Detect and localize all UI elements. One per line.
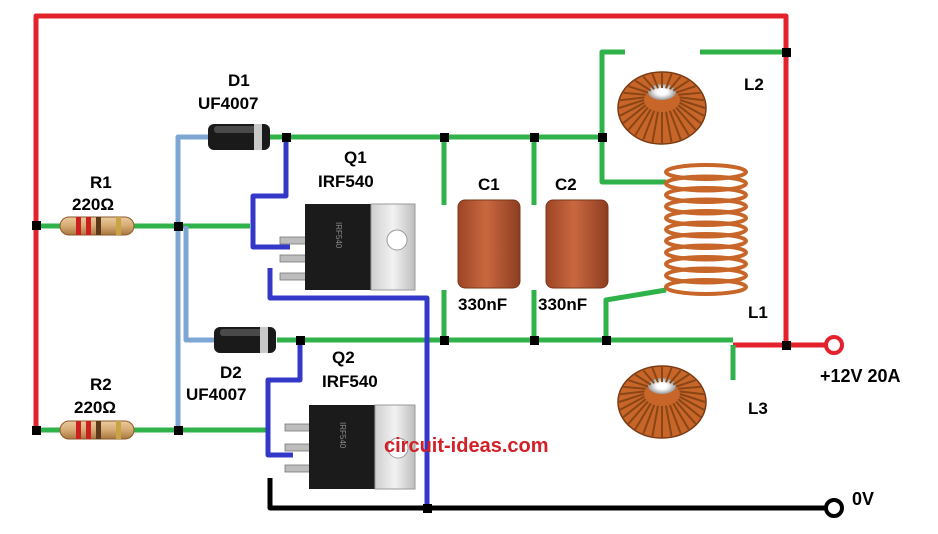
- diode-wire: [175, 134, 220, 430]
- resistor-r1: [59, 216, 135, 236]
- c2-value-label: 330nF: [538, 295, 587, 314]
- l1-ref-label: L1: [748, 303, 768, 322]
- inductor-l2-toroid: [617, 71, 707, 145]
- d2-ref-label: D2: [220, 363, 242, 382]
- inductor-l3-toroid: [617, 365, 707, 439]
- capacitor-c2: [545, 199, 609, 289]
- c1-ref-label: C1: [478, 175, 500, 194]
- c2-ref-label: C2: [555, 175, 577, 194]
- diode-d1: [208, 124, 270, 150]
- r1-value-label: 220Ω: [72, 195, 114, 214]
- q2-marking: IRF540: [338, 422, 347, 449]
- ground-terminal[interactable]: [824, 498, 844, 518]
- r1-ref-label: R1: [90, 173, 112, 192]
- l3-ref-label: L3: [748, 399, 768, 418]
- resistor-r2: [59, 420, 135, 440]
- inductor-l1-coil: [664, 163, 748, 296]
- mosfet-q1: [279, 203, 416, 291]
- l2-ref-label: L2: [744, 75, 764, 94]
- positive-terminal[interactable]: [824, 335, 844, 355]
- d1-part-label: UF4007: [198, 94, 258, 113]
- d1-ref-label: D1: [228, 71, 250, 90]
- c1-value-label: 330nF: [458, 295, 507, 314]
- mosfet-q2: [284, 404, 416, 490]
- q1-marking: IRF540: [334, 222, 343, 249]
- positive-terminal-label: +12V 20A: [820, 366, 901, 386]
- gate-wire: [250, 137, 430, 505]
- capacitor-c1: [457, 199, 521, 289]
- positive-rail-wire: [33, 13, 832, 430]
- q2-part-label: IRF540: [322, 372, 378, 391]
- q1-part-label: IRF540: [318, 172, 374, 191]
- q1-ref-label: Q1: [344, 148, 367, 167]
- q2-ref-label: Q2: [332, 348, 355, 367]
- watermark-text: circuit-ideas.com: [384, 435, 549, 457]
- diode-d2: [214, 327, 276, 353]
- junction-dots: [32, 48, 791, 513]
- r2-value-label: 220Ω: [74, 398, 116, 417]
- r2-ref-label: R2: [90, 375, 112, 394]
- d2-part-label: UF4007: [186, 385, 246, 404]
- ground-terminal-label: 0V: [852, 489, 874, 509]
- signal-wire: [36, 49, 786, 433]
- ground-wire: [267, 478, 832, 511]
